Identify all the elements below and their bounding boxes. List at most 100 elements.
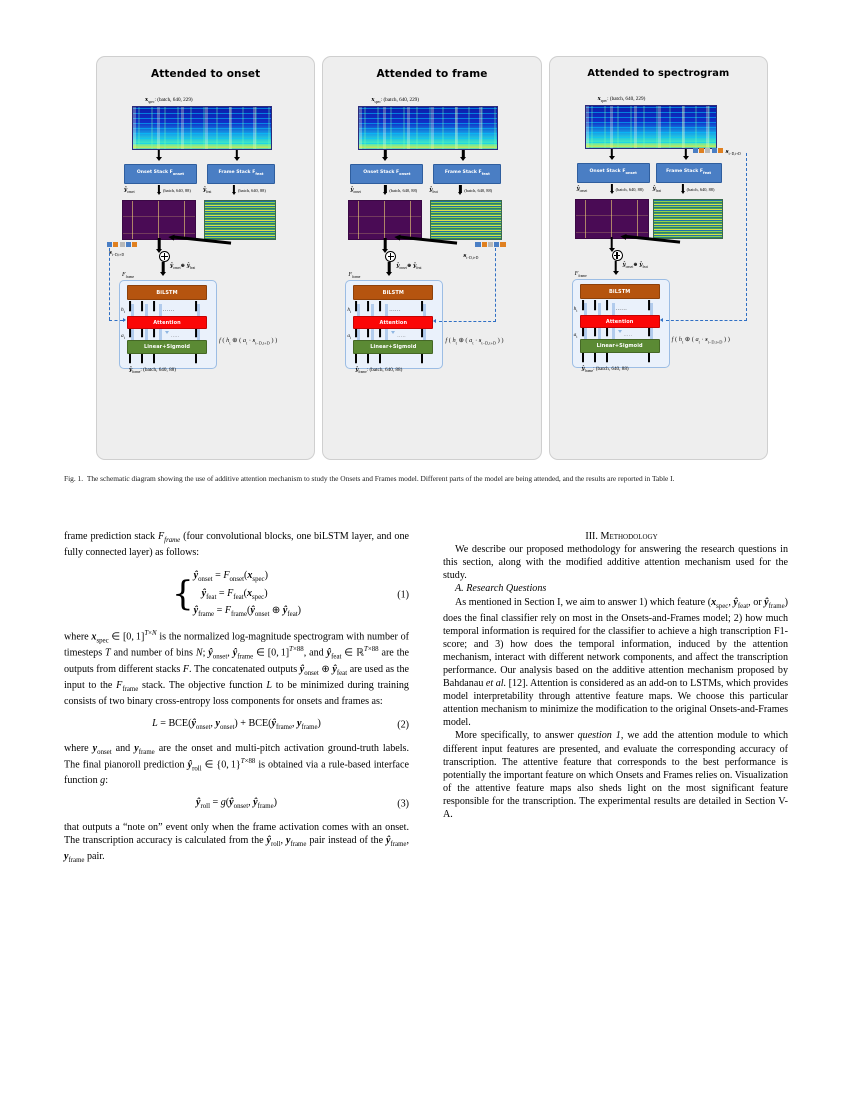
y-feat-label: ŷfeat [652, 186, 662, 194]
attention-box: Attention [579, 315, 660, 328]
frame-stack-box: Frame Stack Ffeat [207, 164, 275, 184]
paragraph-frame-prediction-stack: frame prediction stack Fframe (four conv… [64, 531, 409, 558]
paragraph-question-1-method: More specifically, to answer question 1,… [443, 730, 788, 821]
figure-panel-attended-to-onset: Attended to onset xspec: (batch, 640, 22… [96, 56, 316, 460]
equation-1-line-1: ŷonset = Fonset(xspec) [193, 570, 268, 584]
dashed-connector-horizontal [665, 320, 747, 321]
y-frame-output-label: ŷframe: (batch, 640, 88) [581, 366, 629, 374]
y-onset-shape: (batch, 640, 88) [163, 188, 191, 193]
y-feat-shape: (batch, 640, 88) [238, 188, 266, 193]
concat-operator [611, 250, 623, 261]
y-onset-label: ŷonset [576, 186, 588, 194]
frame-feature-map [204, 200, 276, 240]
attention-weight-triangle [165, 331, 169, 334]
y-onset-shape: (batch, 640, 88) [389, 188, 418, 193]
a-t-label: at [121, 333, 125, 341]
onset-stack-box: Onset Stack Fonset [576, 163, 650, 183]
equation-2-number: (2) [397, 719, 409, 731]
attention-box: Attention [353, 316, 434, 329]
frame-feature-map [652, 199, 723, 239]
panel-diagram: xspec: (batch, 640, 229) Onset Stack Fon… [323, 82, 540, 442]
dashed-arrow-into-attention [123, 317, 126, 322]
ellipsis: ...... [389, 308, 402, 313]
fframe-label: Fframe [348, 272, 361, 280]
linear-sigmoid-box: Linear+Sigmoid [579, 339, 660, 353]
dashed-connector-horizontal [109, 320, 123, 321]
onset-pianoroll-map [574, 199, 649, 239]
figure-1: Attended to onset xspec: (batch, 640, 22… [96, 56, 768, 460]
spec-shape-label: xspec: (batch, 640, 229) [145, 97, 193, 105]
figure-panel-attended-to-frame: Attended to frame xspec: (batch, 640, 22… [322, 56, 542, 460]
s-vector-label: st−D,t+D [109, 250, 125, 258]
y-feat-label: ŷfeat [429, 187, 438, 195]
attended-feature-swatches [692, 148, 723, 154]
attention-weight-triangle [391, 331, 396, 334]
dashed-connector-horizontal [439, 321, 497, 322]
concat-label: ŷonset⊕ ŷfeat [396, 263, 422, 271]
body-column-right: III. Methodology We describe our propose… [443, 530, 788, 821]
concat-label: ŷonset⊕ ŷfeat [622, 262, 648, 270]
y-frame-output-label: ŷframe: (batch, 640, 88) [355, 367, 403, 375]
subsection-heading-research-questions: A. Research Questions [455, 583, 547, 595]
attention-formula: f ( ht ⊕ ( at · st−D,t+D ) ) [671, 336, 730, 345]
a-t-label: at [347, 333, 352, 341]
figure-caption: Fig. 1. The schematic diagram showing th… [64, 474, 786, 484]
figure-panel-attended-to-spectrogram: Attended to spectrogram xspec: (batch, 6… [548, 56, 768, 460]
dashed-connector-vertical [495, 248, 497, 322]
spec-shape-label: xspec: (batch, 640, 229) [371, 97, 419, 105]
equation-1-number: (1) [397, 589, 409, 601]
input-spectrogram [358, 106, 499, 150]
input-spectrogram [132, 106, 272, 150]
s-vector-label: st−D,t+D [725, 149, 741, 157]
y-feat-shape: (batch, 640, 88) [686, 187, 715, 192]
concat-operator [159, 251, 170, 262]
s-vector-label: st−D,t+D [463, 253, 479, 261]
equation-3-number: (3) [397, 798, 409, 810]
dashed-arrow-into-attention [433, 318, 437, 323]
h-t-label: ht [347, 307, 352, 315]
section-title: Methodology [600, 531, 658, 542]
equation-2-body: L = BCE(ŷonset, yonset) + BCE(ŷframe, yf… [152, 717, 321, 731]
dashed-arrow-into-attention [659, 317, 663, 322]
y-onset-label: ŷonset [124, 187, 135, 195]
attention-formula: f ( ht ⊕ ( at · st−D,t+D ) ) [219, 337, 278, 346]
equation-2: L = BCE(ŷonset, yonset) + BCE(ŷframe, yf… [64, 717, 409, 733]
attended-feature-swatches [107, 242, 138, 248]
frame-stack-box: Frame Stack Ffeat [433, 164, 502, 184]
bilstm-box: BiLSTM [353, 285, 434, 300]
figure-caption-label: Fig. 1. [64, 474, 84, 483]
concat-label: ŷonset⊕ ŷfeat [170, 263, 196, 271]
figure-panels: Attended to onset xspec: (batch, 640, 22… [96, 56, 768, 460]
figure-caption-text: The schematic diagram showing the use of… [86, 474, 675, 483]
attended-feature-swatches [475, 242, 506, 248]
linear-sigmoid-box: Linear+Sigmoid [127, 340, 207, 354]
equation-1: { ŷonset = Fonset(xspec) ŷfeat = Ffeat(x… [64, 568, 409, 621]
paragraph-research-questions: As mentioned in Section I, we aim to ans… [443, 596, 789, 729]
a-t-label: at [573, 332, 578, 340]
body-column-left: frame prediction stack Fframe (four conv… [64, 530, 409, 866]
onset-pianoroll-map [348, 200, 423, 240]
section-heading: III. Methodology [443, 530, 788, 543]
fframe-label: Fframe [122, 272, 135, 280]
ellipsis: ..... [397, 333, 407, 338]
panel-title: Attended to onset [151, 68, 261, 80]
attention-formula: f ( ht ⊕ ( at · st−D,t+D ) ) [445, 337, 504, 346]
dashed-connector-vertical [109, 248, 110, 320]
concat-operator [385, 251, 397, 262]
spec-shape-label: xspec: (batch, 640, 229) [597, 96, 646, 104]
panel-title: Attended to frame [376, 68, 488, 80]
equation-3: ŷroll = g(ŷonset, ŷframe) (3) [64, 796, 409, 812]
y-onset-label: ŷonset [350, 187, 361, 195]
dashed-connector-vertical [745, 153, 747, 321]
paragraph-where-yonset: where yonset and yframe are the onset an… [64, 742, 409, 786]
ellipsis: ...... [163, 308, 175, 313]
equation-1-line-3: ŷframe = Fframe(ŷonset ⊕ ŷfeat) [193, 605, 302, 619]
attention-box: Attention [127, 316, 207, 329]
onset-stack-box: Onset Stack Fonset [350, 164, 424, 184]
paragraph-note-on-event: that outputs a “note on” event only when… [64, 822, 410, 865]
ellipsis: ..... [171, 333, 180, 338]
equation-1-lines: ŷonset = Fonset(xspec) ŷfeat = Ffeat(xsp… [194, 568, 301, 621]
y-frame-output-label: ŷframe: (batch, 640, 88) [129, 367, 176, 375]
equation-3-body: ŷroll = g(ŷonset, ŷframe) [195, 797, 278, 811]
